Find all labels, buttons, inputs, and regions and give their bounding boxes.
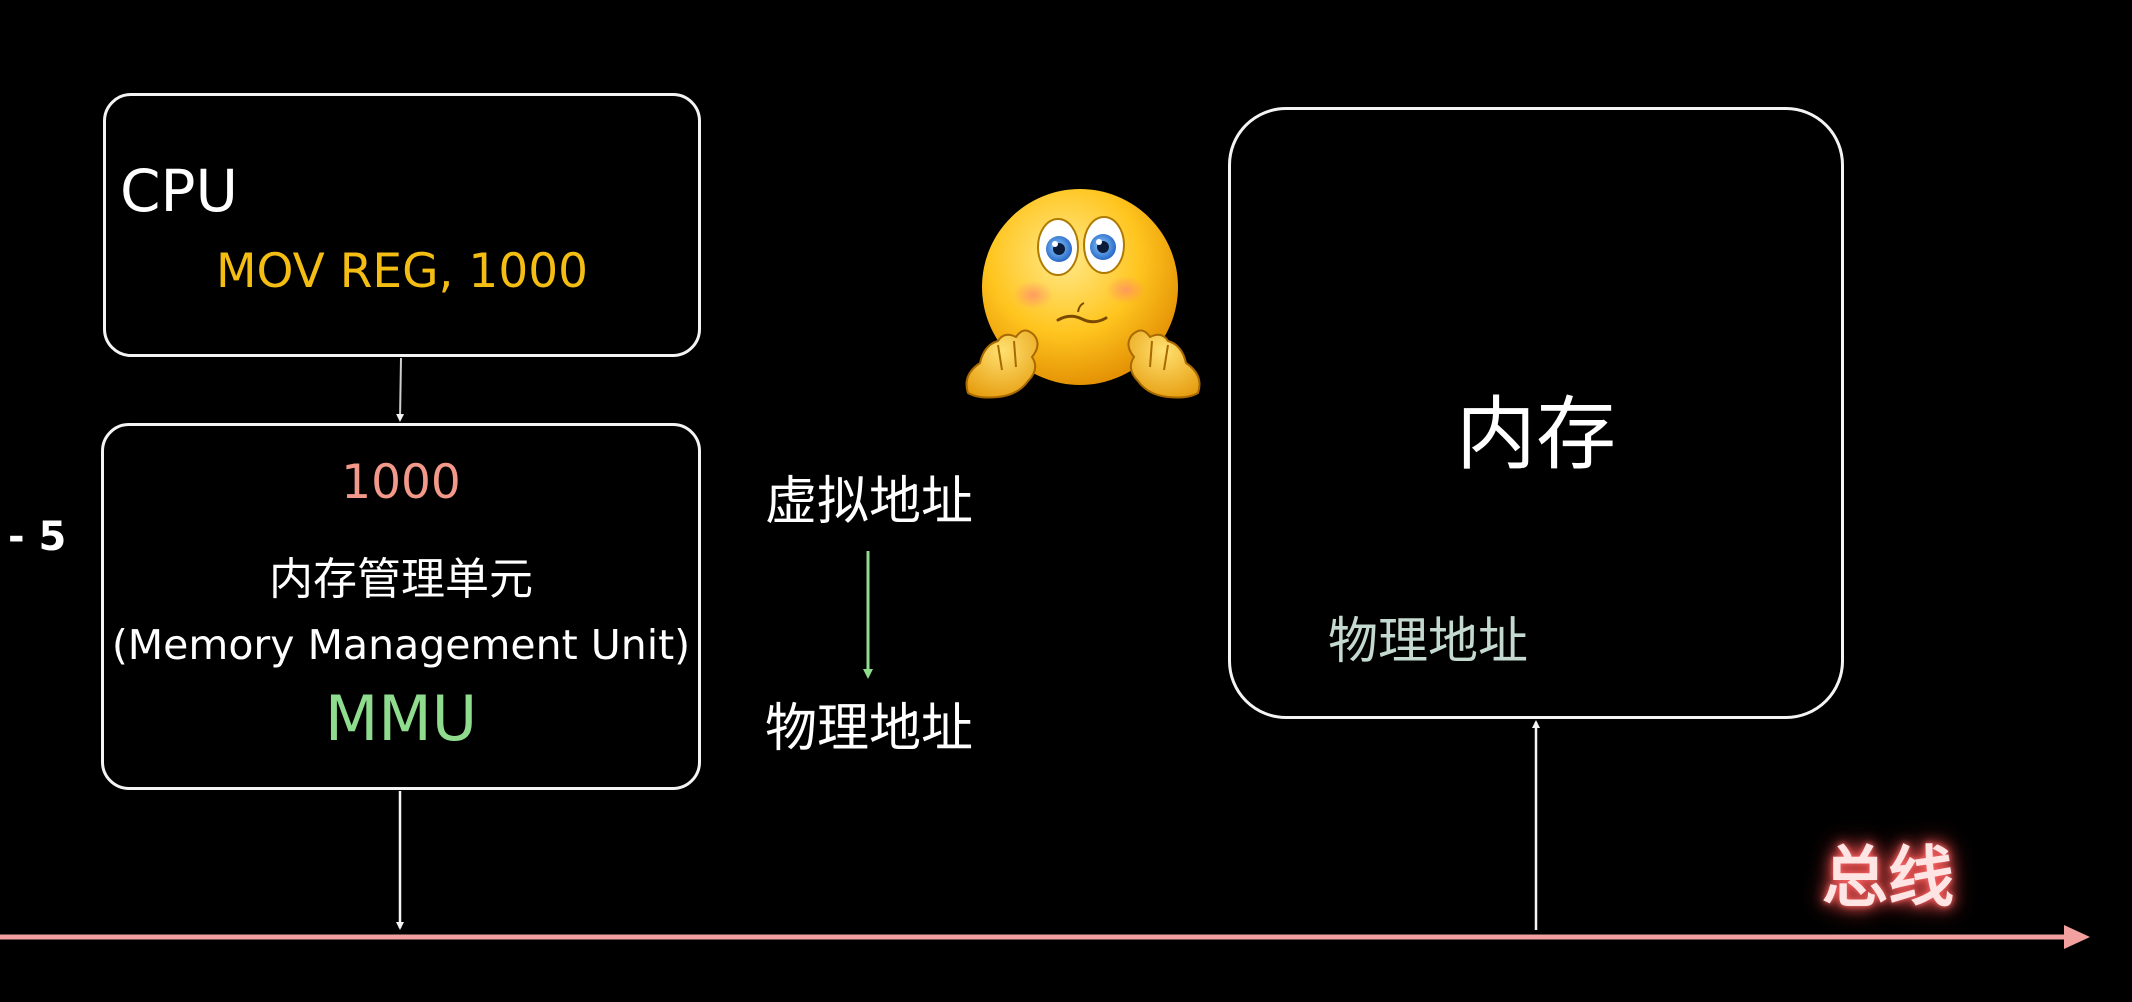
mmu-address: 1000 — [341, 455, 461, 510]
bus-label: 总线 — [1822, 839, 1954, 916]
memory-title: 内存 — [1456, 388, 1616, 481]
cpu-instruction: MOV REG, 1000 — [215, 244, 589, 299]
worried-emoji-icon — [965, 189, 1201, 399]
physical-address-label: 物理地址 — [765, 699, 974, 759]
memory-box — [1228, 107, 1844, 719]
side-marker: - 5 — [8, 514, 67, 560]
memory-physical-label: 物理地址 — [1328, 612, 1528, 670]
mmu-name-cn: 内存管理单元 — [269, 554, 533, 605]
cpu-to-mmu-arrow — [396, 357, 405, 422]
mmu-name-en: (Memory Management Unit) — [111, 621, 691, 669]
cpu-box — [103, 93, 701, 357]
mmu-box — [101, 423, 701, 790]
bus-arrowhead — [2064, 925, 2090, 949]
virtual-address-label: 虚拟地址 — [765, 472, 974, 532]
cpu-title: CPU — [120, 157, 238, 225]
mmu-abbr: MMU — [324, 682, 478, 755]
